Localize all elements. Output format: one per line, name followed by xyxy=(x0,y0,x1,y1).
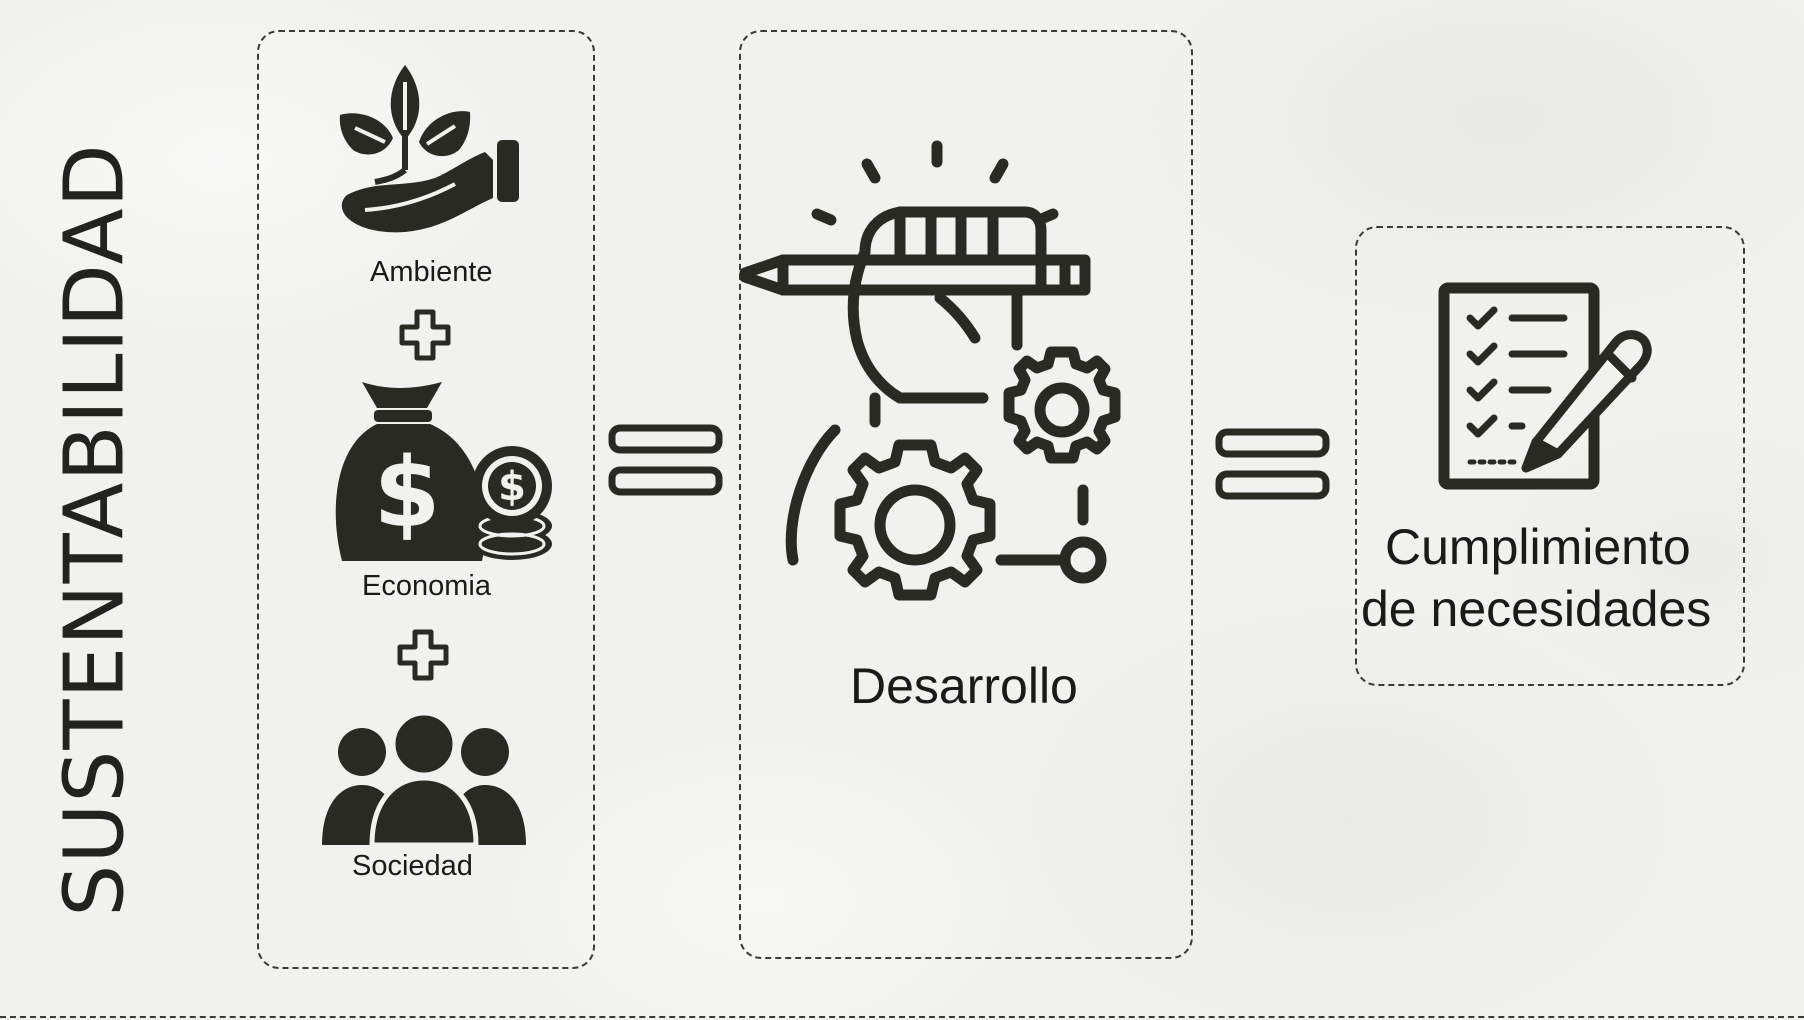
outcome-box xyxy=(1355,226,1745,686)
result-label: Desarrollo xyxy=(850,658,1078,714)
people-group-icon xyxy=(322,710,526,848)
hand-pencil-gears-icon xyxy=(739,140,1121,601)
development-box xyxy=(739,30,1193,959)
pillar-label-sociedad: Sociedad xyxy=(352,850,473,882)
outcome-label-line1: Cumplimiento xyxy=(1385,519,1691,575)
equals-icon xyxy=(608,424,723,496)
svg-text:$: $ xyxy=(498,464,526,510)
plus-icon xyxy=(399,309,451,361)
page-title: SUSTENTABILIDAD xyxy=(47,143,143,917)
plus-icon xyxy=(397,629,449,681)
outcome-label-line2: de necesidades xyxy=(1361,581,1712,637)
pillars-box xyxy=(257,30,595,969)
money-bag-icon: $ $ xyxy=(335,382,552,561)
equals-icon xyxy=(1215,428,1330,500)
checklist-pen-icon xyxy=(1438,282,1652,490)
bottom-divider xyxy=(0,1016,1804,1018)
svg-text:$: $ xyxy=(374,437,441,549)
plant-hand-icon xyxy=(339,65,519,233)
pillar-label-economia: Economia xyxy=(362,570,491,602)
pillar-label-ambiente: Ambiente xyxy=(370,256,493,288)
